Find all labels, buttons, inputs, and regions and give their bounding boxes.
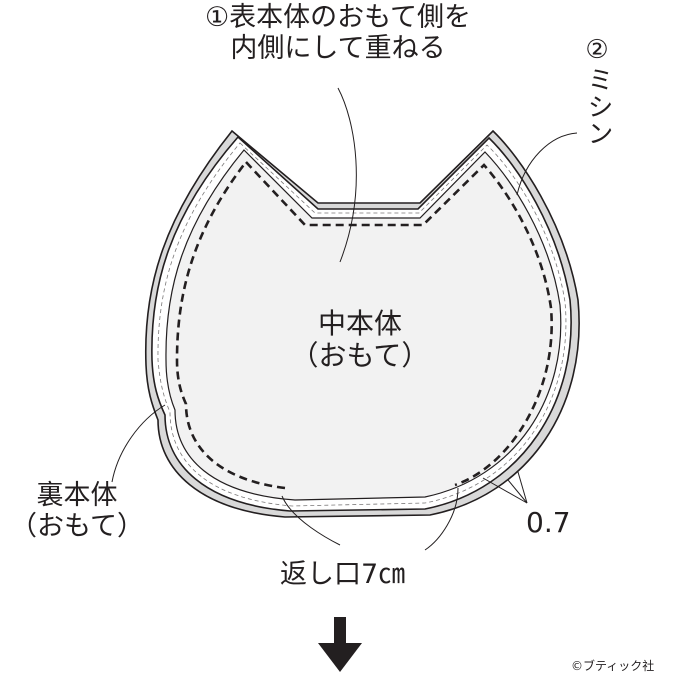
back-piece-line1: 裏本体 (36, 480, 118, 511)
center-piece-outline (165, 149, 562, 501)
copyright-credit: ©ブティック社 (571, 659, 655, 673)
step1-instruction: ①表本体のおもて側を 内側にして重ねる (168, 2, 508, 64)
step2-text: ミシン (582, 65, 613, 147)
step2-number: ② (585, 35, 609, 65)
return-opening-label: 返し口7㎝ (280, 559, 406, 590)
step1-line2: 内側にして重ねる (230, 33, 446, 65)
leader-allowance-c (482, 477, 528, 504)
step1-line1: ①表本体のおもて側を (204, 2, 472, 33)
back-piece-label: 裏本体 （おもて） (2, 480, 152, 542)
stitch-line (175, 161, 553, 490)
leader-step2 (516, 132, 578, 196)
opening-marker-right (424, 487, 459, 551)
guide-line-outer (157, 142, 567, 507)
center-piece-line1: 中本体 (317, 307, 402, 340)
leader-allowance-a (507, 479, 528, 504)
leader-back-piece (111, 404, 166, 483)
leader-allowance-b (517, 471, 528, 504)
step2-instruction: ② ミシン (575, 35, 619, 147)
opening-marker-left (281, 495, 341, 546)
center-piece-label: 中本体 （おもて） (270, 307, 450, 373)
leader-step1 (337, 87, 357, 263)
arrow-down-icon (318, 617, 362, 672)
seam-allowance-label: 0.7 (526, 506, 571, 539)
center-piece-line2: （おもて） (290, 339, 430, 373)
back-piece-line2: （おもて） (10, 511, 144, 543)
